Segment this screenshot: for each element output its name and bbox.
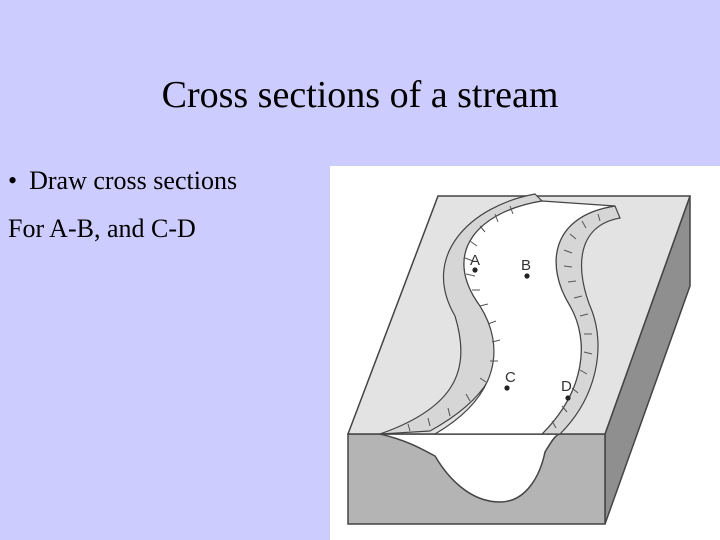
point-c-marker <box>504 385 510 391</box>
stream-channel <box>432 200 616 435</box>
stream-block-diagram: A B C D <box>330 166 720 540</box>
point-d-marker <box>565 395 571 401</box>
stream-block-svg: A B C D <box>346 193 692 525</box>
bullet-item: • Draw cross sections <box>8 165 237 197</box>
point-d-label: D <box>561 378 572 395</box>
body-text: For A-B, and C-D <box>8 214 196 243</box>
point-a-label: A <box>470 252 480 269</box>
bullet-text: Draw cross sections <box>29 166 238 195</box>
left-bank-hatching <box>407 205 514 432</box>
point-c-label: C <box>505 369 516 386</box>
point-a-marker <box>472 267 478 273</box>
point-b-label: B <box>521 257 531 274</box>
valley-cross-section <box>379 433 561 503</box>
slide-title: Cross sections of a stream <box>161 74 559 116</box>
point-b-marker <box>524 273 530 279</box>
right-bank-hatching <box>551 213 601 429</box>
bullet-symbol: • <box>8 166 18 195</box>
